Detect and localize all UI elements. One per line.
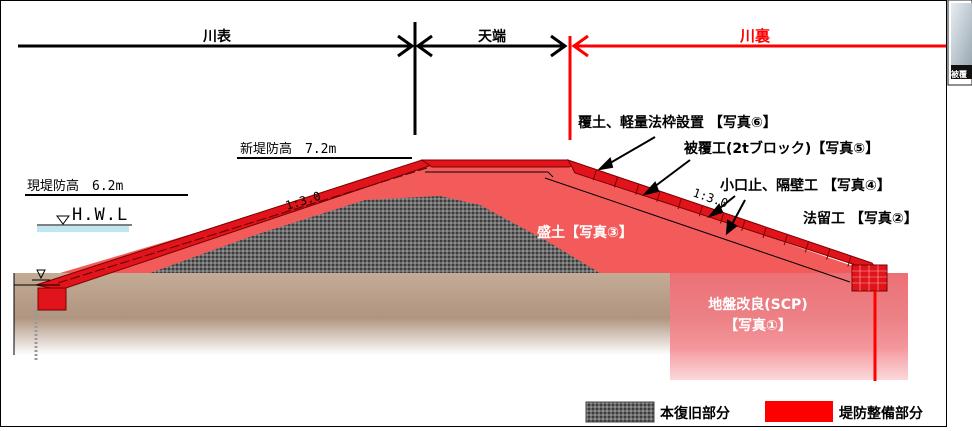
hwl-icon [56,215,70,225]
toe-block [851,264,888,292]
photo-caption: 被覆 [951,69,968,79]
label-ground-improvement-photo: 【写真①】 [724,317,792,334]
legend-label-restoration: 本復旧部分 [660,405,730,422]
hwl-water [37,226,129,232]
callout-block: 被覆工(2tブロック)【写真⑤】 [684,140,879,157]
legend-swatch-improvement [765,401,833,422]
crown-cover [420,159,577,168]
restoration-core [150,196,600,273]
water-level-icon [36,269,46,280]
callout-toe: 法留工 【写真②】 [803,210,918,227]
legend-swatch-restoration [585,401,655,423]
label-crown: 天端 [478,28,506,45]
label-existing-height: 現堤防高 6.2m [27,178,123,194]
label-hwl: H.W.L [72,205,128,225]
label-ground-improvement: 地盤改良(SCP) [708,296,807,313]
label-fill: 盛土【写真③】 [537,224,633,241]
label-river-side: 川表 [202,28,232,45]
callout-cover-soil: 覆土、軽量法枠設置 【写真⑥】 [578,114,777,131]
legend-label-improvement: 堤防整備部分 [839,405,923,422]
label-land-side: 川裏 [739,27,771,45]
label-new-height: 新堤防高 7.2m [240,141,336,157]
river-toe-block [37,287,67,311]
callout-cutoff: 小口止、隔壁工 【写真④】 [720,177,891,194]
